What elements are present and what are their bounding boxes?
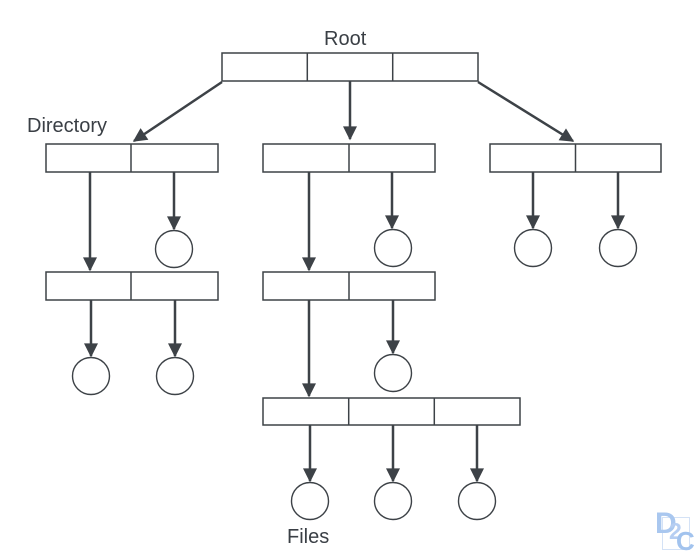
directory-label: Directory [27, 115, 108, 137]
directory-box [262, 397, 521, 426]
file-node [373, 481, 413, 521]
directory-node-middle-sub2 [262, 397, 521, 426]
edge-arrow [132, 80, 223, 143]
file-node [373, 228, 413, 268]
file-node [373, 353, 413, 393]
logo-letter-c: C [676, 526, 695, 556]
directory-node-middle-sub [262, 271, 436, 301]
directory-node-middle [262, 143, 436, 173]
directory-node-left-sub [45, 271, 219, 301]
file-node [513, 228, 553, 268]
file-node [71, 356, 111, 396]
directory-node-left [45, 143, 219, 173]
directory-node-right [489, 143, 662, 173]
directory-box [45, 271, 219, 301]
logo-letter-d: D [655, 507, 677, 540]
d2c-watermark-logo: D 2 C [653, 505, 699, 557]
root-directory-node [221, 52, 479, 82]
root-label: Root [324, 28, 367, 50]
file-node [154, 229, 194, 269]
file-node [457, 481, 497, 521]
directory-box [45, 143, 219, 173]
file-node [290, 481, 330, 521]
logo-letter-2: 2 [669, 518, 682, 544]
edge-arrow [477, 80, 575, 143]
files-label: Files [287, 526, 330, 548]
file-node [155, 356, 195, 396]
directory-box [221, 52, 479, 82]
file-node [598, 228, 638, 268]
logo-frame [662, 517, 690, 550]
